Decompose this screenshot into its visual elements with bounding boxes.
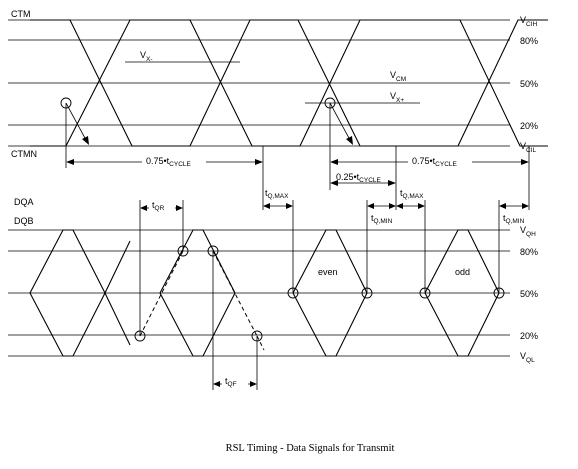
eye-transition-rise (104, 240, 131, 294)
crossing-pointer-2-head (346, 136, 353, 145)
tq-min-1-arrow-right (389, 203, 396, 209)
cycle1-label-bg (142, 154, 206, 168)
figure-caption: RSL Timing - Data Signals for Transmit (226, 443, 395, 454)
tqr-label-bg (149, 198, 175, 212)
eye-transition-fall (104, 292, 131, 346)
clock-80pct-label: 80% (520, 36, 538, 46)
dqb-label: DQB (14, 216, 34, 226)
cycle2-label-bg (408, 154, 472, 168)
data-50pct-label: 50% (520, 289, 538, 299)
tqf-arrow-left (213, 381, 220, 387)
tq-max-2-arrow-left (396, 203, 403, 209)
vx-minus-label: VX- (140, 50, 153, 63)
crossing-pointer-2 (329, 102, 351, 141)
vql-label: VQL (520, 351, 535, 364)
dqa-label: DQA (14, 197, 34, 207)
ctmn-waveform (30, 19, 548, 147)
ctmn-label: CTMN (11, 149, 37, 159)
tqf-label-bg (222, 374, 248, 388)
odd-end-marker (493, 287, 505, 299)
vqh-label: VQH (520, 225, 536, 238)
tqr-label: tQR (152, 200, 165, 212)
cycle2-arrow-left (330, 159, 338, 165)
cycle2-arrow-right (521, 159, 529, 165)
tq-max-2-arrow-right (418, 203, 425, 209)
cycle1-label: 0.75•tCYCLE (146, 156, 192, 168)
quarter-arrow-left (330, 180, 338, 186)
data-reference-lines (8, 229, 510, 357)
fall-slope-tail (256, 335, 265, 351)
tq-max-1-label: tQ,MAX (265, 188, 289, 200)
tqr-arrow-right (176, 205, 183, 211)
ctm-waveform (30, 19, 548, 147)
tq-min-2-arrow-left (499, 203, 506, 209)
vcm-label: VCM (390, 70, 406, 83)
tq-max-2-label: tQ,MAX (400, 188, 424, 200)
tq-min-2-label: tQ,MIN (503, 213, 525, 225)
even-end-marker (361, 287, 373, 299)
data-eye-even (292, 229, 368, 357)
clock-20pct-label: 20% (520, 121, 538, 131)
vx-plus-label: VX+ (390, 91, 404, 104)
vcih-label: VCIH (520, 15, 538, 28)
crossing-pointer-1-head (82, 136, 89, 145)
data-80pct-label: 80% (520, 247, 538, 257)
tq-min-1-arrow-left (367, 203, 374, 209)
quarter-label: 0.25•tCYCLE (336, 172, 382, 184)
clock-reference-lines (8, 19, 510, 147)
tqf-arrow-right (250, 381, 257, 387)
data-eye-2 (159, 229, 236, 357)
cycle1-arrow-left (66, 159, 74, 165)
cycle1-arrow-right (255, 159, 263, 165)
quarter-arrow-right (388, 180, 396, 186)
data-20pct-label: 20% (520, 331, 538, 341)
rise-slope-dashed (139, 250, 184, 337)
odd-start-marker (419, 287, 431, 299)
even-label: even (318, 267, 338, 277)
tq-min-2-arrow-right (522, 203, 529, 209)
tq-max-1-arrow-right (286, 203, 293, 209)
tq-max-1-arrow-left (263, 203, 270, 209)
vcil-label: VCIL (520, 141, 537, 154)
data-eye-odd (424, 229, 500, 357)
odd-label: odd (455, 267, 470, 277)
fall-slope-dashed (212, 250, 258, 337)
tqf-label: tQF (225, 376, 237, 388)
crossing-pointer-1 (65, 102, 87, 141)
clock-50pct-label: 50% (520, 79, 538, 89)
tq-min-1-label: tQ,MIN (371, 213, 393, 225)
ctm-label: CTM (11, 9, 31, 19)
tqr-arrow-left (140, 205, 147, 211)
even-start-marker (287, 287, 299, 299)
cycle2-label: 0.75•tCYCLE (412, 156, 458, 168)
